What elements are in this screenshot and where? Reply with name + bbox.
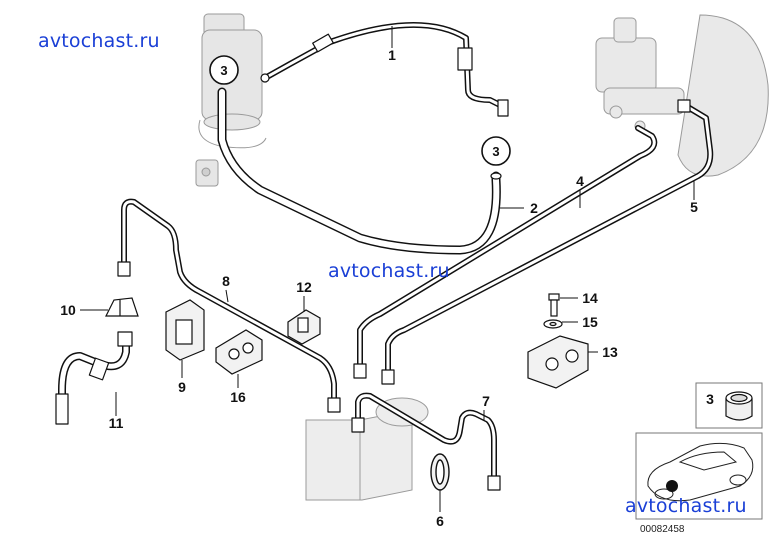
brake-line-4	[353, 125, 658, 379]
brake-hose-11	[55, 331, 133, 425]
brake-line-8	[117, 198, 341, 413]
brake-line-2	[217, 87, 502, 255]
callout-5: 5	[690, 199, 698, 215]
screw-14	[548, 293, 560, 317]
washer-15	[543, 319, 563, 329]
location-marker-icon	[666, 480, 678, 492]
sleeve-3-icon	[725, 391, 753, 421]
inset-part-3: 3	[695, 382, 763, 429]
brake-line-7	[351, 392, 501, 491]
watermark-top-left: avtochast.ru	[38, 30, 160, 52]
hydraulic-unit	[305, 397, 429, 501]
catalog-number: 00082458	[640, 524, 685, 535]
svg-text:3: 3	[706, 391, 714, 407]
callout-15: 15	[582, 314, 598, 330]
car-silhouette-icon	[647, 442, 754, 502]
callout-16: 16	[230, 389, 246, 405]
callout-12: 12	[296, 279, 312, 295]
callout-11: 11	[109, 415, 124, 431]
svg-text:3: 3	[492, 144, 499, 159]
leader-lines	[80, 26, 695, 512]
callout-1: 1	[388, 47, 396, 63]
callout-9: 9	[178, 379, 186, 395]
holder-16	[215, 329, 263, 375]
inset-vehicle	[635, 432, 763, 520]
callout-7: 7	[482, 393, 490, 409]
watermark-bottom-right: avtochast.ru	[625, 495, 747, 517]
circled-callout-3b: 3	[481, 136, 511, 166]
callout-10: 10	[60, 302, 76, 318]
watermark-center: avtochast.ru	[328, 260, 450, 282]
grommet-6	[430, 453, 450, 491]
master-cylinder	[595, 14, 769, 177]
callout-14: 14	[582, 290, 598, 306]
clip-12	[287, 309, 321, 345]
bracket-10	[105, 297, 139, 317]
callout-4: 4	[576, 173, 584, 189]
svg-text:3: 3	[220, 63, 227, 78]
grommet-9	[165, 299, 205, 361]
holder-13	[527, 335, 589, 389]
callout-8: 8	[222, 273, 230, 289]
brake-line-5	[381, 99, 714, 385]
brake-line-1	[260, 21, 509, 117]
callout-6: 6	[436, 513, 444, 529]
circled-callout-3a: 3	[209, 55, 239, 85]
callout-2: 2	[530, 200, 538, 216]
callout-13: 13	[602, 344, 618, 360]
